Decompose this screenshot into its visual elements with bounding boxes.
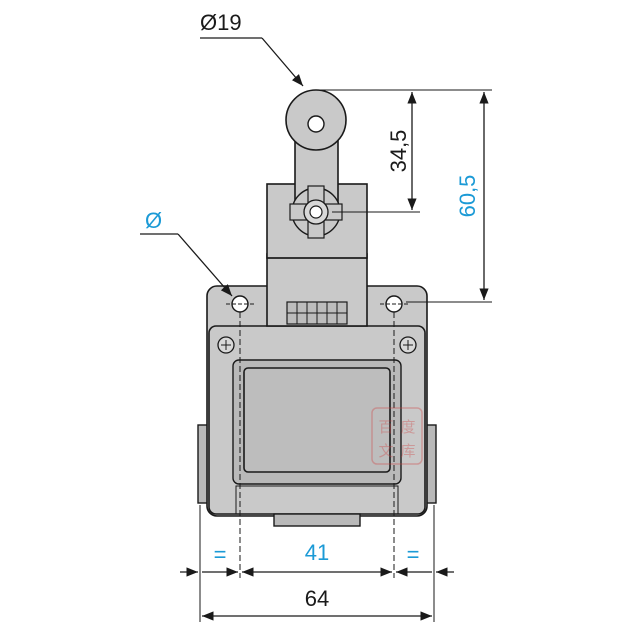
- overall-width-label: 64: [305, 586, 329, 611]
- svg-text:度: 度: [400, 419, 415, 436]
- lever-hub: [289, 185, 343, 239]
- screw-left: [217, 336, 235, 354]
- svg-text:百: 百: [378, 419, 393, 436]
- roller-axle: [307, 115, 325, 133]
- screw-right: [399, 336, 417, 354]
- switch-head: [266, 183, 368, 327]
- hole-diameter-label: Ø: [145, 208, 162, 233]
- dim-hole-diameter: Ø: [140, 208, 233, 297]
- roller-diameter-label: Ø19: [200, 10, 242, 35]
- axis-height-label: 34,5: [386, 130, 411, 173]
- watermark-seal: 百 度 文 库: [371, 407, 423, 465]
- right-margin-label: =: [407, 542, 420, 567]
- switch-body: [197, 285, 437, 527]
- hole-spacing-label: 41: [305, 540, 329, 565]
- cover-window: [243, 367, 391, 473]
- left-margin-label: =: [214, 542, 227, 567]
- roller-lever: [285, 89, 347, 239]
- dim-overall-width: 64: [202, 586, 432, 621]
- dim-axis-height: 34,5: [386, 92, 417, 210]
- dim-roller-diameter: Ø19: [200, 10, 304, 87]
- mount-height-label: 60,5: [455, 175, 480, 218]
- vent-grid: [286, 301, 348, 325]
- svg-text:文: 文: [378, 443, 393, 460]
- svg-text:库: 库: [400, 443, 415, 460]
- dim-mount-height: 60,5: [455, 92, 489, 300]
- dim-hole-spacing-row: = 41 =: [180, 540, 454, 577]
- bottom-tab: [273, 513, 361, 527]
